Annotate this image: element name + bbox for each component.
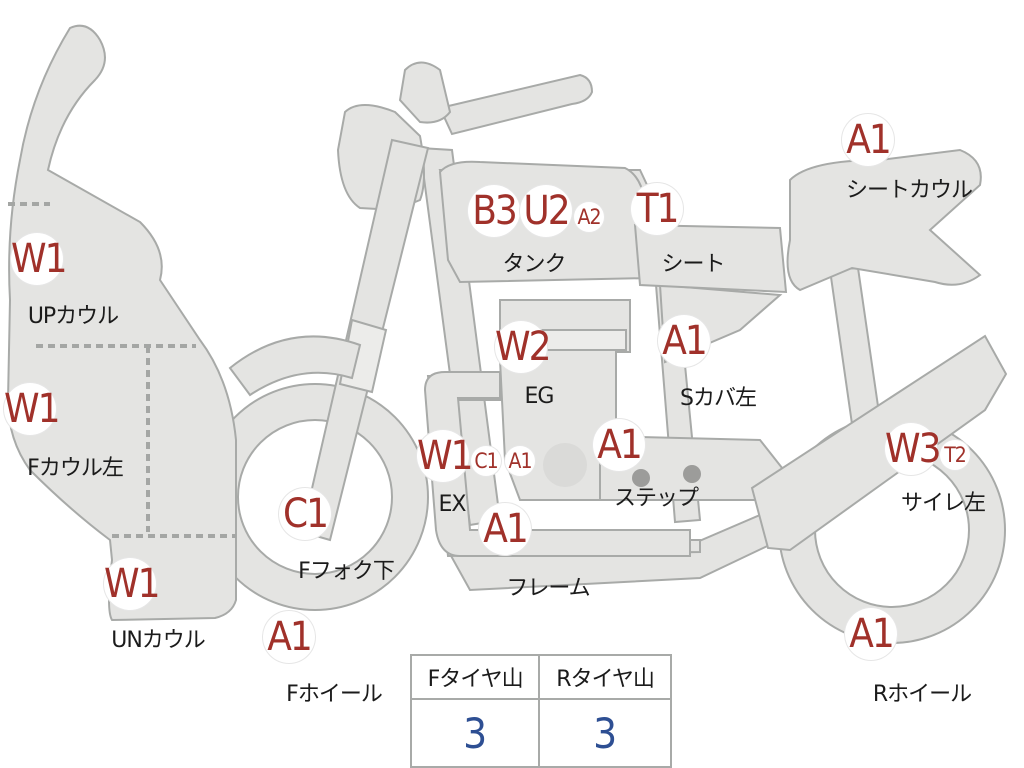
silencer[interactable]: [750, 334, 1008, 552]
frame-label: フレーム: [506, 576, 590, 601]
under-cowl-label: UNカウル: [111, 628, 206, 653]
silencer-badge-w[interactable]: W3: [885, 423, 941, 475]
tire-tread-table: Fタイヤ山 Rタイヤ山 3 3: [409, 654, 672, 768]
seat[interactable]: [633, 223, 788, 294]
side-cover-label: Sカバ左: [680, 386, 757, 411]
up-cowl-badge[interactable]: W1: [11, 233, 67, 285]
tank-label: タンク: [502, 252, 566, 277]
f-fork-label: Fフォク下: [298, 559, 395, 584]
f-wheel-label: Fホイール: [286, 682, 383, 707]
exhaust-label: EX: [438, 492, 467, 517]
tank-badge-b[interactable]: B3: [468, 185, 520, 237]
exhaust-badge-a[interactable]: A1: [505, 446, 535, 476]
exhaust-badge-c[interactable]: C1: [471, 446, 501, 476]
seat-cowl-label: シートカウル: [845, 178, 973, 203]
f-cowl-label: Fカウル左: [27, 456, 124, 481]
under-cowl-badge[interactable]: W1: [104, 558, 160, 610]
tank-badge-a[interactable]: A2: [574, 202, 604, 232]
f-wheel-badge[interactable]: A1: [263, 611, 315, 663]
rear-tire-value[interactable]: 3: [538, 698, 672, 768]
f-cowl-badge[interactable]: W1: [4, 383, 60, 435]
f-fork-badge[interactable]: C1: [279, 488, 331, 540]
seat-cowl[interactable]: [786, 148, 982, 292]
frame-badge[interactable]: A1: [479, 503, 531, 555]
r-wheel-badge[interactable]: A1: [845, 608, 897, 660]
handlebar[interactable]: [398, 61, 594, 136]
step-label: ステップ: [613, 486, 699, 511]
fairing[interactable]: [6, 24, 237, 622]
silencer-badge-t[interactable]: T2: [940, 440, 970, 470]
tank-badge-u[interactable]: U2: [520, 185, 572, 237]
rear-tire-header: Rタイヤ山: [538, 654, 672, 700]
r-wheel-label: Rホイール: [872, 682, 972, 707]
rear-frame[interactable]: [828, 266, 882, 426]
front-tire-header: Fタイヤ山: [409, 654, 541, 700]
seat-badge[interactable]: T1: [631, 183, 683, 235]
engine-label: EG: [524, 384, 555, 409]
step-badge[interactable]: A1: [593, 419, 645, 471]
front-fender[interactable]: [228, 335, 362, 397]
silencer-label: サイレ左: [900, 491, 986, 516]
seat-cowl-badge[interactable]: A1: [842, 114, 894, 166]
engine-badge[interactable]: W2: [495, 321, 551, 373]
up-cowl-label: UPカウル: [27, 304, 119, 329]
exhaust-badge-w[interactable]: W1: [417, 430, 473, 482]
front-tire-value[interactable]: 3: [409, 698, 541, 768]
exhaust-pipe[interactable]: [423, 371, 691, 557]
seat-label: シート: [661, 252, 725, 277]
side-cover-badge[interactable]: A1: [658, 315, 710, 367]
